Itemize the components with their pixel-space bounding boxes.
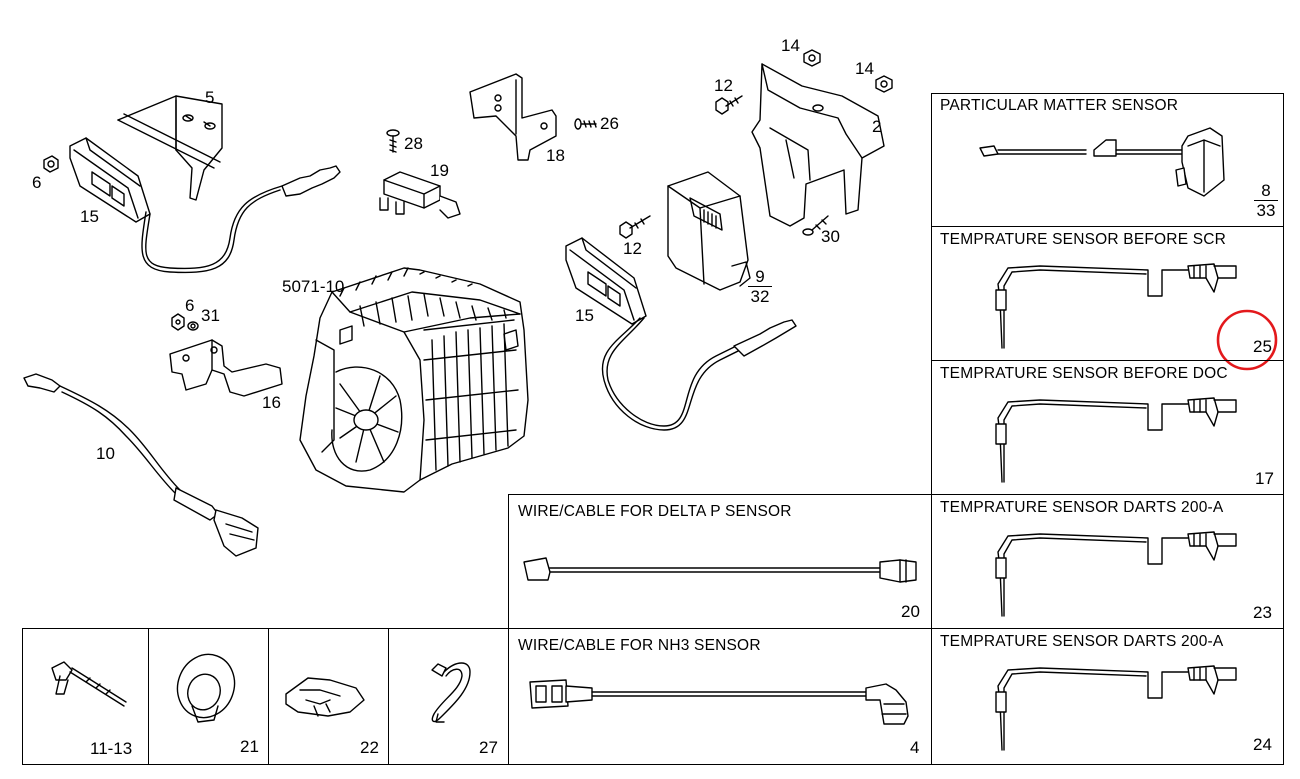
wire-nh3-drawing[interactable] <box>529 679 909 725</box>
nut-part-6[interactable] <box>43 155 59 173</box>
temp-before-scr-title: TEMPRATURE SENSOR BEFORE SCR <box>940 231 1227 248</box>
screw-part-26[interactable] <box>574 118 597 130</box>
callout-6[interactable]: 6 <box>32 173 42 192</box>
wire-delta-p-title: WIRE/CABLE FOR DELTA P SENSOR <box>518 503 792 520</box>
callout-16[interactable]: 16 <box>262 393 281 412</box>
temp-before-doc-title: TEMPRATURE SENSOR BEFORE DOC <box>940 365 1228 382</box>
wire-delta-p-drawing[interactable] <box>523 557 917 583</box>
callout-10[interactable]: 10 <box>96 444 115 463</box>
screw-part-30[interactable] <box>802 215 829 236</box>
callout-15[interactable]: 15 <box>80 207 99 226</box>
small-2-ref[interactable]: 21 <box>240 737 259 756</box>
callout-12-top[interactable]: 12 <box>714 76 733 95</box>
wire-delta-p-ref[interactable]: 20 <box>901 602 920 621</box>
callout-19[interactable]: 19 <box>430 161 449 180</box>
pm-sensor-ref-den: 33 <box>1256 201 1276 220</box>
nut-part-14-left[interactable] <box>803 49 821 67</box>
screw-part-28[interactable] <box>386 129 400 153</box>
callout-28[interactable]: 28 <box>404 134 423 153</box>
callout-9-num: 9 <box>755 267 765 286</box>
pm-sensor-title: PARTICULAR MATTER SENSOR <box>940 97 1179 114</box>
mounting-bracket-part-2[interactable] <box>751 63 885 227</box>
bracket-part-16[interactable] <box>169 339 283 397</box>
temp-before-doc-ref[interactable]: 17 <box>1255 469 1274 488</box>
sensor-cable-part-10[interactable] <box>23 373 259 557</box>
temp-before-scr-ref[interactable]: 25 <box>1253 337 1272 356</box>
callout-15-right[interactable]: 15 <box>575 306 594 325</box>
clip-part-22[interactable] <box>285 677 365 717</box>
pm-sensor-ref-num: 8 <box>1261 181 1271 200</box>
nox-sensor-module-part-15-right[interactable] <box>565 237 797 431</box>
temp-sensor-drawing-before-doc[interactable] <box>995 397 1237 483</box>
small-1-ref[interactable]: 11-13 <box>90 739 133 758</box>
temp-darts-b-title: TEMPRATURE SENSOR DARTS 200-A <box>940 633 1224 650</box>
temp-darts-b-ref[interactable]: 24 <box>1253 735 1272 754</box>
callout-5[interactable]: 5 <box>205 88 215 107</box>
bracket-part-18[interactable] <box>469 73 557 161</box>
temp-darts-a-title: TEMPRATURE SENSOR DARTS 200-A <box>940 499 1224 516</box>
small-3-ref[interactable]: 22 <box>360 738 379 757</box>
pm-sensor-drawing[interactable] <box>979 127 1225 197</box>
temp-sensor-drawing-darts-a[interactable] <box>995 531 1237 617</box>
temp-sensor-drawing-before-scr[interactable] <box>995 263 1237 349</box>
callout-9[interactable]: 9 32 <box>748 268 772 305</box>
callout-9-den: 32 <box>750 287 770 306</box>
wire-nh3-title: WIRE/CABLE FOR NH3 SENSOR <box>518 637 761 654</box>
callout-14-left[interactable]: 14 <box>781 36 800 55</box>
screw-part-12-top[interactable] <box>715 95 743 115</box>
pm-sensor-ref[interactable]: 8 33 <box>1254 182 1278 219</box>
cable-tie-part-11-13[interactable] <box>51 661 127 707</box>
callout-18[interactable]: 18 <box>546 146 565 165</box>
callout-30[interactable]: 30 <box>821 227 840 246</box>
nut-part-31[interactable] <box>187 321 199 331</box>
nut-part-6-small[interactable] <box>171 313 185 331</box>
temp-sensor-drawing-darts-b[interactable] <box>995 665 1237 751</box>
callout-31[interactable]: 31 <box>201 306 220 325</box>
wire-nh3-ref[interactable]: 4 <box>910 738 920 757</box>
callout-assembly[interactable]: 5071-10 <box>282 277 345 296</box>
panel-small-4 <box>388 628 509 765</box>
control-unit-part-9[interactable] <box>667 171 751 291</box>
scr-catalyst-assembly[interactable] <box>299 267 529 493</box>
bracket-part-5[interactable] <box>117 95 223 201</box>
callout-14-right[interactable]: 14 <box>855 59 874 78</box>
highlight-circle <box>1216 309 1278 371</box>
callout-12-bottom[interactable]: 12 <box>623 239 642 258</box>
temp-darts-a-ref[interactable]: 23 <box>1253 603 1272 622</box>
cover-part-21[interactable] <box>169 646 244 725</box>
screw-part-12-bottom[interactable] <box>619 215 651 239</box>
callout-6-small[interactable]: 6 <box>185 296 195 315</box>
small-4-ref[interactable]: 27 <box>479 738 498 757</box>
pressure-sensor-part-19[interactable] <box>379 171 461 219</box>
callout-26[interactable]: 26 <box>600 114 619 133</box>
nox-sensor-module-part-15[interactable] <box>69 137 341 274</box>
strap-part-27[interactable] <box>431 662 471 723</box>
nut-part-14-right[interactable] <box>875 75 893 93</box>
callout-2[interactable]: 2 <box>872 117 882 136</box>
